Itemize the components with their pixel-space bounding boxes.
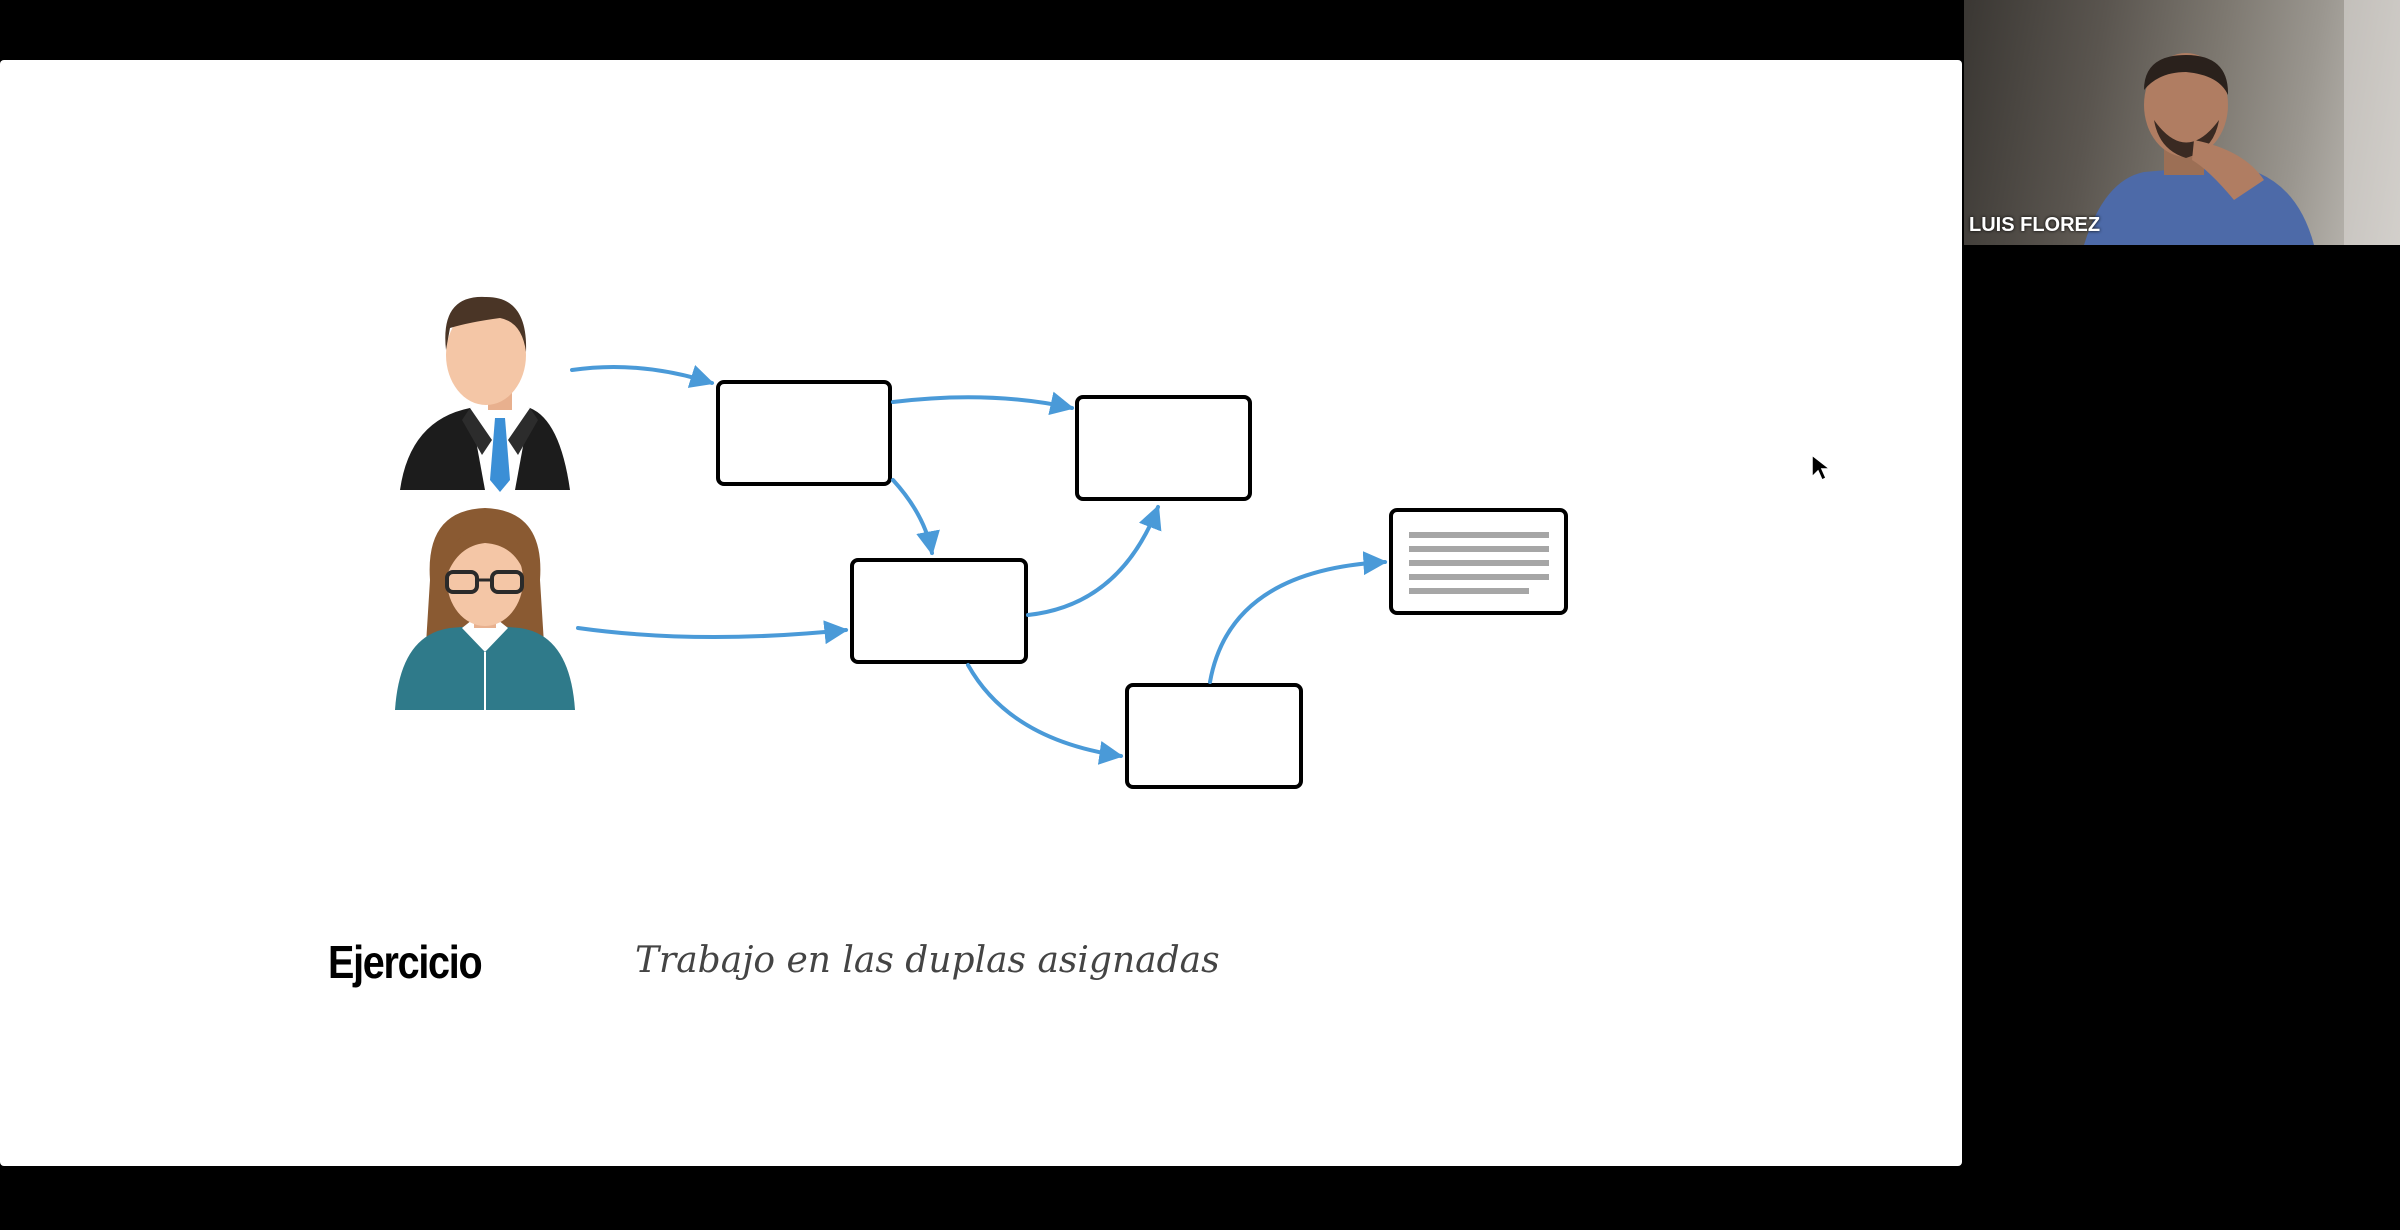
- presentation-slide: Ejercicio Trabajo en las duplas asignada…: [0, 60, 1962, 1166]
- process-box-2: [1075, 395, 1252, 501]
- process-diagram: [395, 296, 1568, 789]
- businessman-icon: [400, 296, 570, 492]
- process-box-1: [716, 380, 892, 486]
- participant-video-tile[interactable]: LUIS FLOREZ: [1964, 0, 2400, 245]
- participant-video-feed: [2084, 0, 2400, 245]
- mouse-pointer-icon: [1811, 453, 1832, 482]
- process-box-3: [850, 558, 1028, 664]
- process-box-4: [1125, 683, 1303, 789]
- businesswoman-icon: [395, 508, 575, 710]
- document-icon: [1389, 508, 1568, 615]
- participant-name: LUIS FLOREZ: [1969, 214, 2101, 236]
- flow-arrows: [570, 364, 1388, 765]
- slide-subtitle: Trabajo en las duplas asignadas: [635, 940, 1220, 981]
- slide-title: Ejercicio: [328, 936, 483, 988]
